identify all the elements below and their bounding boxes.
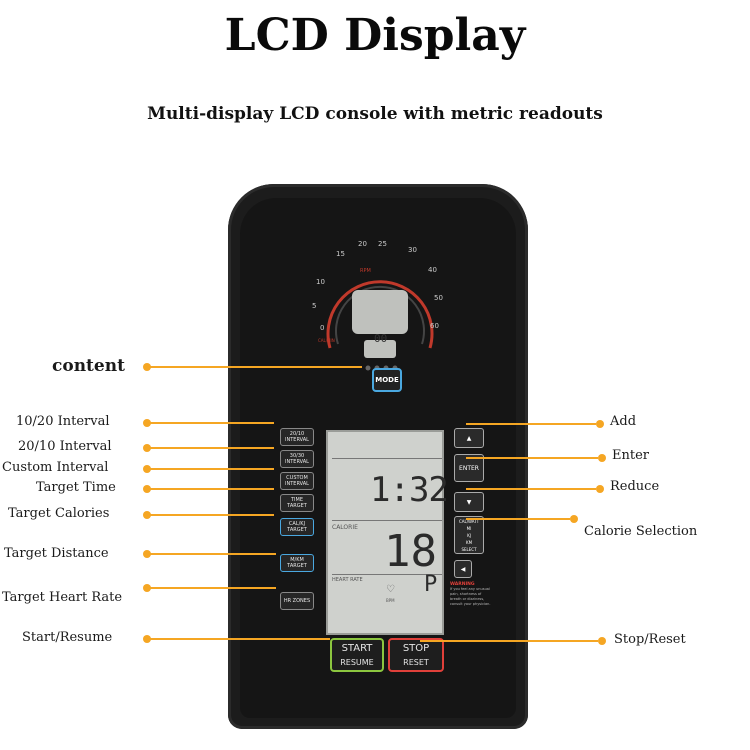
gauge-tick-25: 25 (378, 240, 387, 248)
callout-start-resume: Start/Resume (22, 630, 113, 645)
gauge-tick-0: 0 (320, 324, 325, 332)
chevron-up-icon: ▲ (466, 434, 472, 442)
stop-label: STOP (402, 643, 430, 654)
gauge-rpm-label: RPM (360, 268, 371, 274)
callout-calorie-selection: Calorie Selection (584, 524, 698, 539)
gauge-tick-40: 40 (428, 266, 437, 274)
callout-add: Add (610, 414, 637, 429)
lcd-heart-icon: ♡ (386, 584, 395, 595)
reduce-button[interactable]: ▼ (454, 492, 484, 512)
lcd-heart-rate-label: HEART RATE (332, 577, 363, 583)
callout-content: content (52, 356, 125, 376)
page-subtitle: Multi-display LCD console with metric re… (147, 104, 603, 124)
lcd-bpm-label: BPM (386, 598, 395, 603)
warning-panel: WARNING If you feel any unusual pain, sh… (450, 582, 492, 642)
custom-interval-button[interactable]: CUSTOM INTERVAL (280, 472, 314, 490)
interval-30-30-button[interactable]: 30/30 INTERVAL (280, 450, 314, 468)
callout-reduce: Reduce (610, 479, 660, 494)
warning-title: WARNING (450, 582, 475, 587)
cal-watt-option: CAL/WATT (458, 519, 480, 524)
kj-option: KJ (467, 533, 471, 538)
callout-10-20-interval: 10/20 Interval (16, 414, 110, 429)
speaker-button[interactable]: ◀ (454, 560, 472, 578)
m-km-target-button[interactable]: M/KM TARGET (280, 554, 314, 572)
lcd-calorie-value: 18 (384, 526, 437, 577)
lcd-time-readout: 1:32 (370, 470, 449, 510)
reset-label: RESET (403, 658, 429, 667)
lcd-screen: 1:32 CALORIE 18 HEART RATE ♡ BPM P (326, 430, 449, 635)
cal-kj-target-button[interactable]: CAL/KJ TARGET (280, 518, 314, 536)
gauge-tick-30: 30 (408, 246, 417, 254)
add-button[interactable]: ▲ (454, 428, 484, 448)
callout-enter: Enter (612, 448, 649, 463)
callout-target-heart-rate: Target Heart Rate (2, 590, 123, 605)
speaker-icon: ◀ (460, 565, 466, 573)
callout-stop-reset: Stop/Reset (614, 632, 686, 647)
speed-gauge (326, 280, 434, 371)
chevron-down-icon: ▼ (466, 498, 472, 506)
select-option: SELECT (461, 547, 477, 552)
page-title: LCD Display (224, 10, 526, 61)
mode-button[interactable]: MODE (372, 368, 402, 392)
callout-20-10-interval: 20/10 Interval (18, 439, 112, 454)
callout-target-distance: Target Distance (4, 546, 109, 561)
km-option: KM (465, 540, 473, 545)
gauge-cal-min-label: CAL/MIN (318, 338, 335, 343)
gauge-center-readout: 00 (374, 332, 388, 345)
time-target-button[interactable]: TIME TARGET (280, 494, 314, 512)
mi-option: MI (466, 526, 472, 531)
hr-zones-button[interactable]: HR ZONES (280, 592, 314, 610)
callout-target-time: Target Time (36, 480, 116, 495)
gauge-tick-5: 5 (312, 302, 317, 310)
stop-reset-button[interactable]: STOP RESET (388, 638, 444, 672)
callout-target-calories: Target Calories (8, 506, 110, 521)
gauge-tick-20: 20 (358, 240, 367, 248)
start-label: START (341, 643, 373, 654)
resume-label: RESUME (340, 658, 374, 667)
lcd-p-indicator: P (424, 572, 438, 597)
gauge-tick-15: 15 (336, 250, 345, 258)
warning-text: If you feel any unusual pain, shortness … (450, 587, 491, 606)
gauge-tick-50: 50 (434, 294, 443, 302)
callout-custom-interval: Custom Interval (2, 460, 109, 475)
interval-20-10-button[interactable]: 20/10 INTERVAL (280, 428, 314, 446)
start-resume-button[interactable]: START RESUME (330, 638, 384, 672)
gauge-tick-60: 60 (430, 322, 439, 330)
gauge-tick-10: 10 (316, 278, 325, 286)
lcd-calorie-label: CALORIE (332, 524, 358, 531)
calorie-select-button[interactable]: CAL/WATT MI KJ KM SELECT (454, 516, 484, 554)
